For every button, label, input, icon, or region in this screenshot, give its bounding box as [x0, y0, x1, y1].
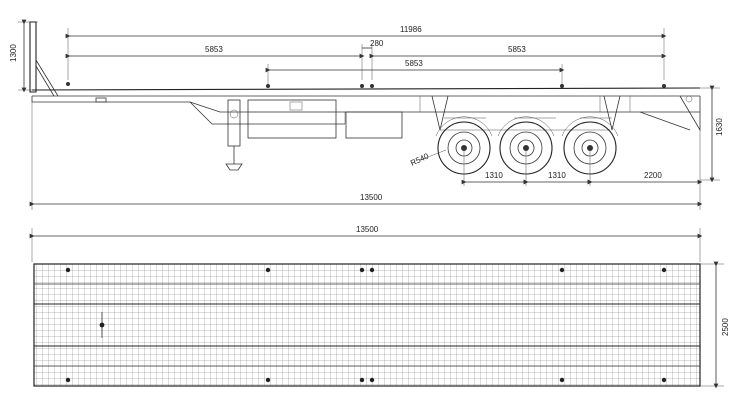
- dim-label-5853-left: 5853: [205, 45, 223, 54]
- dim-label-13500-top: 13500: [356, 225, 379, 234]
- dim-label-13500-side: 13500: [360, 193, 383, 202]
- twistlocks: [66, 82, 666, 88]
- dim-twistlock-left: 5853: [65, 44, 365, 80]
- dim-label-1310-a: 1310: [485, 171, 503, 180]
- dim-deck-height: 1630: [700, 85, 724, 183]
- dim-gooseneck-height: 1300: [9, 19, 38, 93]
- dim-label-5853-mid: 5853: [405, 59, 423, 68]
- deck-plan: [33, 263, 701, 387]
- dim-overall-deck: 11986: [65, 25, 667, 80]
- toolbox: [247, 99, 403, 139]
- dim-top-length: 13500: [29, 225, 703, 262]
- dim-twistlock-gap: 280: [362, 39, 384, 80]
- dim-axle-spacing: 1310 1310 2200: [461, 130, 703, 186]
- top-view: 13500: [29, 225, 730, 389]
- dim-label-11986: 11986: [400, 25, 422, 34]
- dim-label-2200: 2200: [644, 171, 662, 180]
- dim-label-2500: 2500: [721, 318, 730, 336]
- dim-twistlock-right: 5853: [369, 45, 667, 59]
- dim-twistlock-mid: 5853: [265, 59, 565, 86]
- dim-label-1630: 1630: [715, 118, 724, 136]
- dim-label-r540: R540: [409, 151, 431, 167]
- dim-label-5853-right: 5853: [508, 45, 526, 54]
- dim-overall-length: 13500: [29, 100, 703, 210]
- dim-label-1310-b: 1310: [548, 171, 566, 180]
- landing-gear: [225, 99, 243, 171]
- suspension: [431, 95, 621, 131]
- side-view: 11986 5853 280 5853 5853: [9, 19, 724, 210]
- dim-top-width: 2500: [700, 261, 730, 389]
- front-headboard: [29, 21, 59, 97]
- mudguards: [435, 116, 619, 137]
- dim-label-1300: 1300: [9, 44, 18, 62]
- dim-label-280: 280: [370, 39, 384, 48]
